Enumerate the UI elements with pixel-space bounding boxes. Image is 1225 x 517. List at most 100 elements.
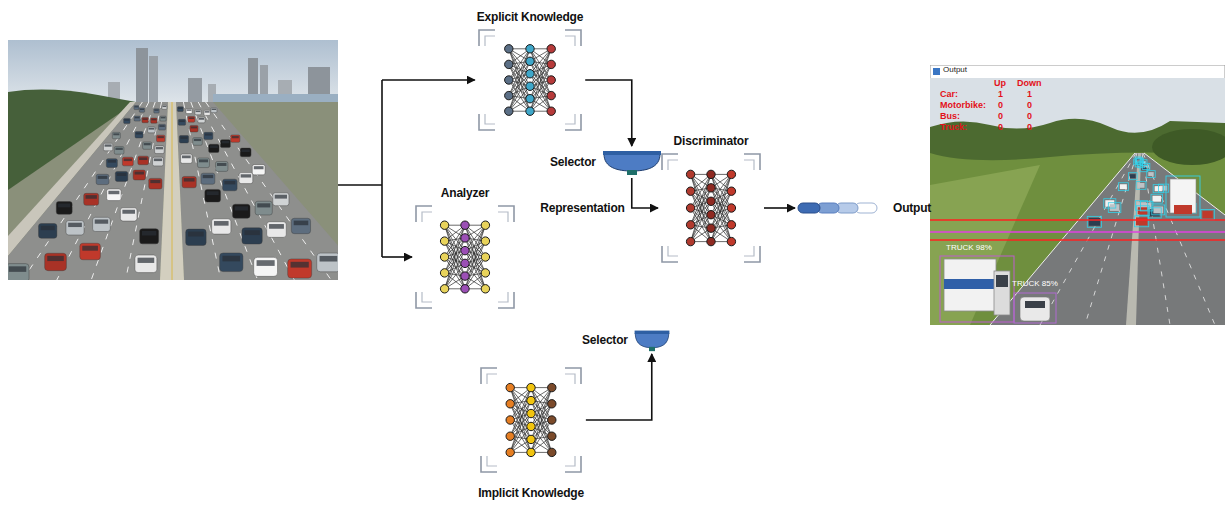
neuron — [686, 204, 694, 212]
detection-box — [1104, 199, 1116, 208]
car — [198, 117, 205, 123]
neuron — [461, 259, 469, 267]
car-window — [232, 136, 239, 138]
frame-bracket — [498, 212, 508, 222]
neuron — [506, 416, 514, 424]
car-window — [135, 106, 139, 107]
car-window — [140, 109, 144, 110]
car-window — [143, 118, 148, 120]
network-box: Analyzer — [412, 184, 518, 312]
count-value: 1 — [998, 90, 1003, 99]
neuron — [707, 184, 715, 192]
car — [1130, 174, 1136, 178]
class-name: Truck: — [940, 123, 967, 132]
car — [106, 159, 117, 168]
neuron — [440, 221, 448, 229]
neuron — [506, 432, 514, 440]
detection-box — [1108, 203, 1121, 213]
car-window — [154, 109, 158, 110]
car — [135, 255, 157, 273]
frame-bracket — [662, 246, 678, 262]
car — [143, 142, 152, 149]
neuron — [727, 237, 735, 245]
frame-bracket — [422, 212, 432, 222]
building — [149, 56, 158, 104]
car-window — [95, 219, 108, 223]
car-window — [291, 262, 309, 268]
median — [1126, 153, 1141, 325]
neuron — [481, 285, 489, 293]
field — [930, 140, 1225, 325]
car-window — [189, 117, 194, 119]
car-window — [159, 125, 164, 127]
neuron — [527, 435, 535, 443]
car-window — [294, 221, 309, 226]
network-label: Implicit Knowledge — [478, 486, 584, 501]
selector-icon — [602, 148, 662, 176]
bowl-body — [604, 154, 660, 171]
car — [115, 171, 127, 181]
car — [120, 208, 137, 221]
car-window — [82, 246, 98, 251]
car — [1138, 183, 1145, 188]
car — [178, 119, 185, 125]
lane-marking — [183, 102, 220, 280]
lane-marking — [126, 102, 162, 280]
neuron — [505, 76, 513, 84]
car — [112, 132, 120, 138]
car — [39, 224, 57, 239]
neuron — [481, 253, 489, 261]
car-window — [191, 126, 197, 128]
neuron — [547, 107, 555, 115]
car-window — [257, 260, 275, 266]
bowl-body — [635, 333, 669, 348]
neuron — [526, 57, 534, 65]
neuron — [547, 91, 555, 99]
counting-line — [930, 239, 1225, 241]
car-window — [269, 224, 284, 229]
car — [153, 157, 164, 166]
car — [122, 157, 133, 166]
column-header: Up — [994, 79, 1006, 88]
detection-box — [1140, 165, 1148, 171]
flow-arrow — [586, 354, 652, 420]
car — [239, 173, 253, 184]
car — [160, 116, 166, 121]
column-header: Down — [1017, 79, 1042, 88]
detection-box — [1134, 159, 1141, 165]
car — [195, 110, 201, 115]
car — [233, 204, 250, 218]
car-window — [257, 203, 270, 207]
counting-line — [930, 219, 1225, 221]
neuron — [506, 400, 514, 408]
road — [8, 102, 168, 280]
neuron — [727, 170, 735, 178]
neuron — [440, 285, 448, 293]
car — [240, 148, 251, 157]
car-window — [212, 109, 217, 110]
detection-box — [1135, 216, 1149, 227]
car — [1148, 172, 1153, 176]
car — [181, 154, 193, 163]
frame-bracket — [565, 456, 581, 472]
frame-bracket — [662, 154, 678, 170]
car-window — [184, 178, 195, 181]
car — [1120, 184, 1127, 189]
neuron — [461, 234, 469, 242]
truck — [1170, 179, 1196, 213]
count-value: 0 — [998, 112, 1003, 121]
frame-bracket — [565, 30, 581, 46]
car — [1136, 217, 1147, 225]
car — [138, 156, 149, 165]
car — [124, 118, 130, 123]
neuron — [440, 253, 448, 261]
lane-marking — [22, 102, 142, 280]
car — [93, 217, 111, 231]
car — [190, 125, 198, 131]
bowl-rim — [634, 331, 669, 334]
frame-bracket — [485, 114, 495, 124]
flow-arrow — [632, 178, 658, 208]
car-window — [135, 117, 140, 118]
frame-bracket — [565, 36, 575, 46]
neuron — [505, 60, 513, 68]
